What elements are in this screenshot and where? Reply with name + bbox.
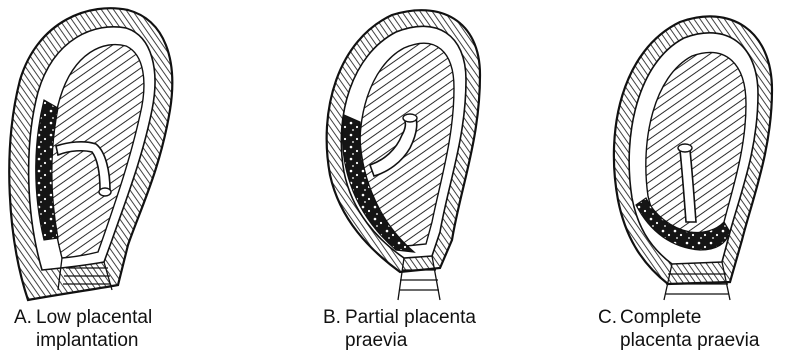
caption-line2: placenta praevia <box>598 329 759 352</box>
caption-line1: Low placental <box>36 307 152 328</box>
caption-line1: Partial placenta <box>345 307 476 328</box>
caption-letter: C. <box>598 306 620 329</box>
uterus-complete-placenta-praevia-illustration <box>614 16 772 300</box>
caption-line2: implantation <box>14 329 152 352</box>
caption-partial-placenta-praevia: B.Partial placenta praevia <box>323 306 476 352</box>
uterus-partial-placenta-praevia-illustration <box>327 10 480 300</box>
caption-letter: B. <box>323 306 345 329</box>
cord-end <box>678 144 692 152</box>
cord-end <box>99 188 111 196</box>
caption-line2: praevia <box>323 329 476 352</box>
uterus-low-placenta-illustration <box>9 8 172 300</box>
caption-line1: Complete <box>620 307 701 328</box>
cord-end <box>403 114 417 122</box>
caption-letter: A. <box>14 306 36 329</box>
caption-low-placental-implantation: A.Low placental implantation <box>14 306 152 352</box>
caption-complete-placenta-praevia: C.Complete placenta praevia <box>598 306 759 352</box>
